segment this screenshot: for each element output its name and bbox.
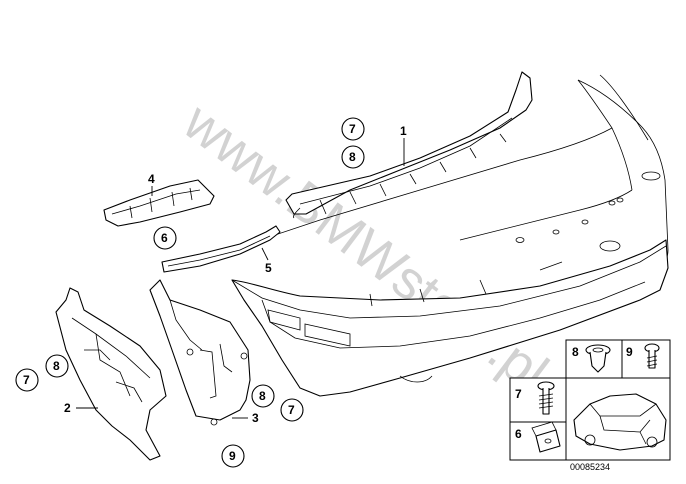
callout-circle-7-left [15, 368, 39, 392]
legend-label-9: 9 [626, 345, 633, 359]
callout-circle-7-top [341, 117, 365, 141]
clip-icon [585, 344, 611, 373]
callout-6-left: 6 [161, 231, 168, 245]
callout-9-mid: 9 [229, 449, 236, 463]
callout-8-mid: 8 [259, 389, 266, 403]
callout-7-top: 7 [349, 122, 356, 136]
callout-8-top: 8 [349, 150, 356, 164]
part-4-bracket [103, 179, 215, 227]
nut-plate-icon [531, 421, 561, 453]
callout-circle-8-top [341, 145, 365, 169]
callout-circle-8-mid [251, 384, 275, 408]
callout-7-mid: 7 [288, 403, 295, 417]
legend-label-8: 8 [572, 345, 579, 359]
push-pin-icon [644, 343, 660, 369]
callout-7-left: 7 [23, 373, 30, 387]
part-2-side-bracket [55, 287, 167, 461]
part-1-bumper-carrier [285, 71, 533, 219]
callout-part-5: 5 [265, 261, 272, 275]
part-5-trim-strip [161, 225, 281, 273]
callout-part-1: 1 [400, 124, 407, 138]
callout-circle-7-mid [280, 398, 304, 422]
legend-label-6: 6 [515, 427, 522, 441]
screw-icon [537, 381, 555, 415]
callout-circle-6-left [153, 226, 177, 250]
callout-part-3: 3 [252, 411, 259, 425]
part-3-wheel-arch-liner [149, 279, 251, 426]
callout-8-left: 8 [53, 359, 60, 373]
fastener-legend: 8 9 7 6 [509, 339, 671, 461]
callout-circle-8-left [45, 354, 69, 378]
leader-part-5 [261, 247, 269, 261]
callout-part-2: 2 [64, 401, 71, 415]
car-thumbnail-icon [573, 393, 667, 451]
legend-label-7: 7 [515, 387, 522, 401]
callout-part-4: 4 [148, 172, 155, 186]
catalog-number: 00085234 [570, 462, 610, 472]
callout-circle-9-mid [221, 444, 245, 468]
rear-bumper-cover [231, 219, 669, 397]
